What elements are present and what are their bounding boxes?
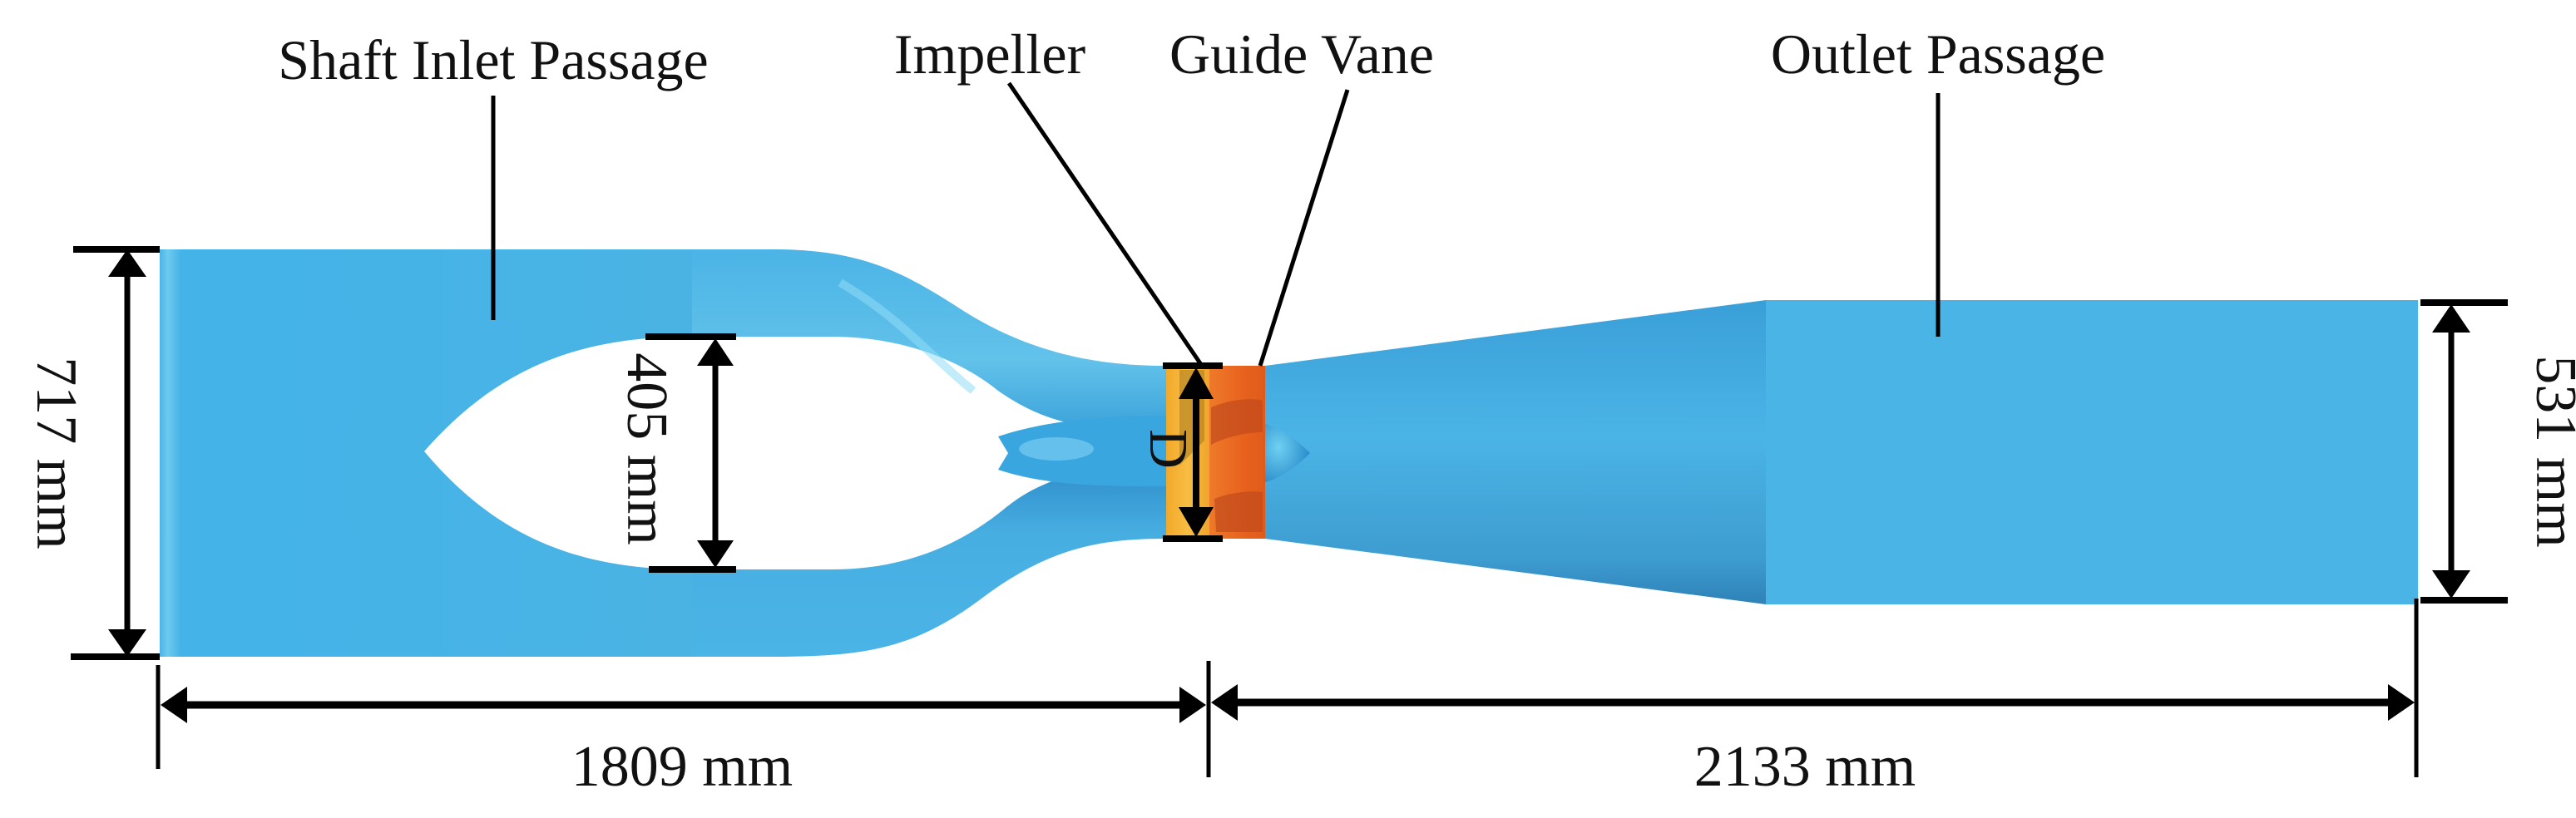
label-shaft-inlet-passage: Shaft Inlet Passage bbox=[278, 28, 708, 91]
label-outlet-passage: Outlet Passage bbox=[1771, 22, 2105, 86]
dimensions: 717 mm 405 mm D 531 mm bbox=[24, 246, 2576, 799]
dim-pier-gap: 405 mm bbox=[615, 333, 736, 573]
guide-vane-blade-1 bbox=[1211, 399, 1263, 445]
dim-outlet-height: 531 mm bbox=[2420, 299, 2576, 604]
guide-vane-blade-2 bbox=[1214, 491, 1263, 532]
impeller-leader bbox=[1006, 81, 1204, 367]
label-impeller: Impeller bbox=[894, 22, 1086, 86]
inlet-glint bbox=[1019, 437, 1094, 461]
dim-1809-text: 1809 mm bbox=[571, 735, 793, 799]
outlet-diffuser-cone bbox=[1265, 300, 1766, 604]
dim-inlet-length: 1809 mm bbox=[161, 687, 1206, 799]
dim-D-text: D bbox=[1138, 429, 1199, 469]
dim-405-text: 405 mm bbox=[615, 352, 679, 545]
hub-nose-cone bbox=[1265, 424, 1310, 482]
dim-impeller-diameter: D bbox=[1138, 362, 1223, 542]
dim-inlet-height: 717 mm bbox=[24, 246, 160, 660]
inlet-highlight bbox=[838, 278, 977, 394]
dim-2133-text: 2133 mm bbox=[1694, 735, 1916, 799]
guide-vane-leader bbox=[1258, 89, 1350, 367]
dim-outlet-length: 2133 mm bbox=[1211, 684, 2415, 799]
dim-531-text: 531 mm bbox=[2524, 355, 2576, 547]
outlet-passage bbox=[1265, 300, 2418, 604]
outlet-body bbox=[1766, 300, 2418, 604]
dim-717-text: 717 mm bbox=[24, 357, 88, 549]
labels: Shaft Inlet Passage Impeller Guide Vane … bbox=[278, 22, 2105, 367]
label-guide-vane: Guide Vane bbox=[1169, 22, 1434, 86]
